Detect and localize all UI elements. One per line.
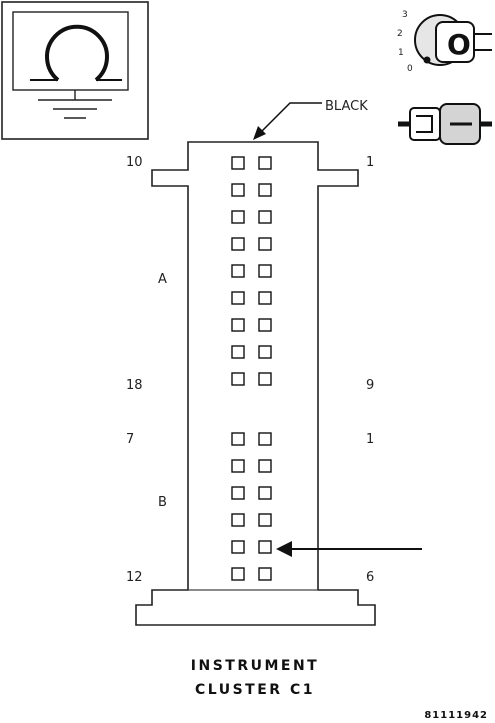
connector-a-cavity-r8-c2 xyxy=(258,345,272,359)
connector-a-cavity-r3-c2 xyxy=(258,210,272,224)
ignition-position-1: 1 xyxy=(398,48,404,58)
connector-a-cavity-r1-c2 xyxy=(258,156,272,170)
connector-a-cavity-r8-c1 xyxy=(231,345,245,359)
connector-a-cavity-r9-c1 xyxy=(231,372,245,386)
connector-a-cavity-r6-c2 xyxy=(258,291,272,305)
connector-b-cavity-r5-c2 xyxy=(258,540,272,554)
connector-b-cavity-r3-c2 xyxy=(258,486,272,500)
title-line-2: CLUSTER C1 xyxy=(195,682,315,698)
ignition-position-3: 3 xyxy=(402,10,408,20)
connector-b-cavity-r1-c2 xyxy=(258,432,272,446)
key-glyph: O xyxy=(447,28,471,61)
connector-a-cavity-r4-c1 xyxy=(231,237,245,251)
connector-a-cavity-r2-c2 xyxy=(258,183,272,197)
connector-a-cavity-r9-c2 xyxy=(258,372,272,386)
connector-a-cavity-r4-c2 xyxy=(258,237,272,251)
connector-b-cavity-r4-c1 xyxy=(231,513,245,527)
ignition-key-icon: 3 2 1 0 O xyxy=(397,10,492,74)
connector-b-pin-top-right: 1 xyxy=(366,432,374,447)
connector-b-cavity-r3-c1 xyxy=(231,486,245,500)
color-label: BLACK xyxy=(325,99,368,114)
connector-b-pin-bottom-left: 12 xyxy=(126,570,143,585)
connector-a-pin-top-left: 10 xyxy=(126,155,143,170)
ground-meter-icon xyxy=(1,1,149,140)
connector-b-cavity-r5-c1 xyxy=(231,540,245,554)
connector-a-cavity-r7-c2 xyxy=(258,318,272,332)
connector-a-pin-top-right: 1 xyxy=(366,155,374,170)
connector-a-cavity-r7-c1 xyxy=(231,318,245,332)
connector-body xyxy=(135,141,376,626)
connector-plug-icon xyxy=(398,103,492,145)
connector-a-pin-bottom-left: 18 xyxy=(126,378,143,393)
connector-a-cavity-r6-c1 xyxy=(231,291,245,305)
connector-b-pin-bottom-right: 6 xyxy=(366,570,374,585)
figure-number: 81111942 xyxy=(424,710,488,721)
connector-a-cavity-r5-c2 xyxy=(258,264,272,278)
connector-a-label: A xyxy=(158,272,167,287)
connector-a-pin-bottom-right: 9 xyxy=(366,378,374,393)
ignition-position-2: 2 xyxy=(397,29,403,39)
pin-cavities xyxy=(231,156,272,581)
connector-b-cavity-r2-c2 xyxy=(258,459,272,473)
connector-a-cavity-r5-c1 xyxy=(231,264,245,278)
connector-b-cavity-r1-c1 xyxy=(231,432,245,446)
ignition-position-0: 0 xyxy=(407,64,413,74)
connector-b-pin-top-left: 7 xyxy=(126,432,134,447)
connector-a-cavity-r2-c1 xyxy=(231,183,245,197)
connector-a-cavity-r3-c1 xyxy=(231,210,245,224)
title-line-1: INSTRUMENT xyxy=(191,658,319,674)
connector-b-cavity-r6-c2 xyxy=(258,567,272,581)
connector-b-cavity-r6-c1 xyxy=(231,567,245,581)
connector-b-cavity-r4-c2 xyxy=(258,513,272,527)
connector-a-cavity-r1-c1 xyxy=(231,156,245,170)
pointer-arrow xyxy=(276,541,422,557)
connector-b-label: B xyxy=(158,495,167,510)
connector-b-cavity-r2-c1 xyxy=(231,459,245,473)
